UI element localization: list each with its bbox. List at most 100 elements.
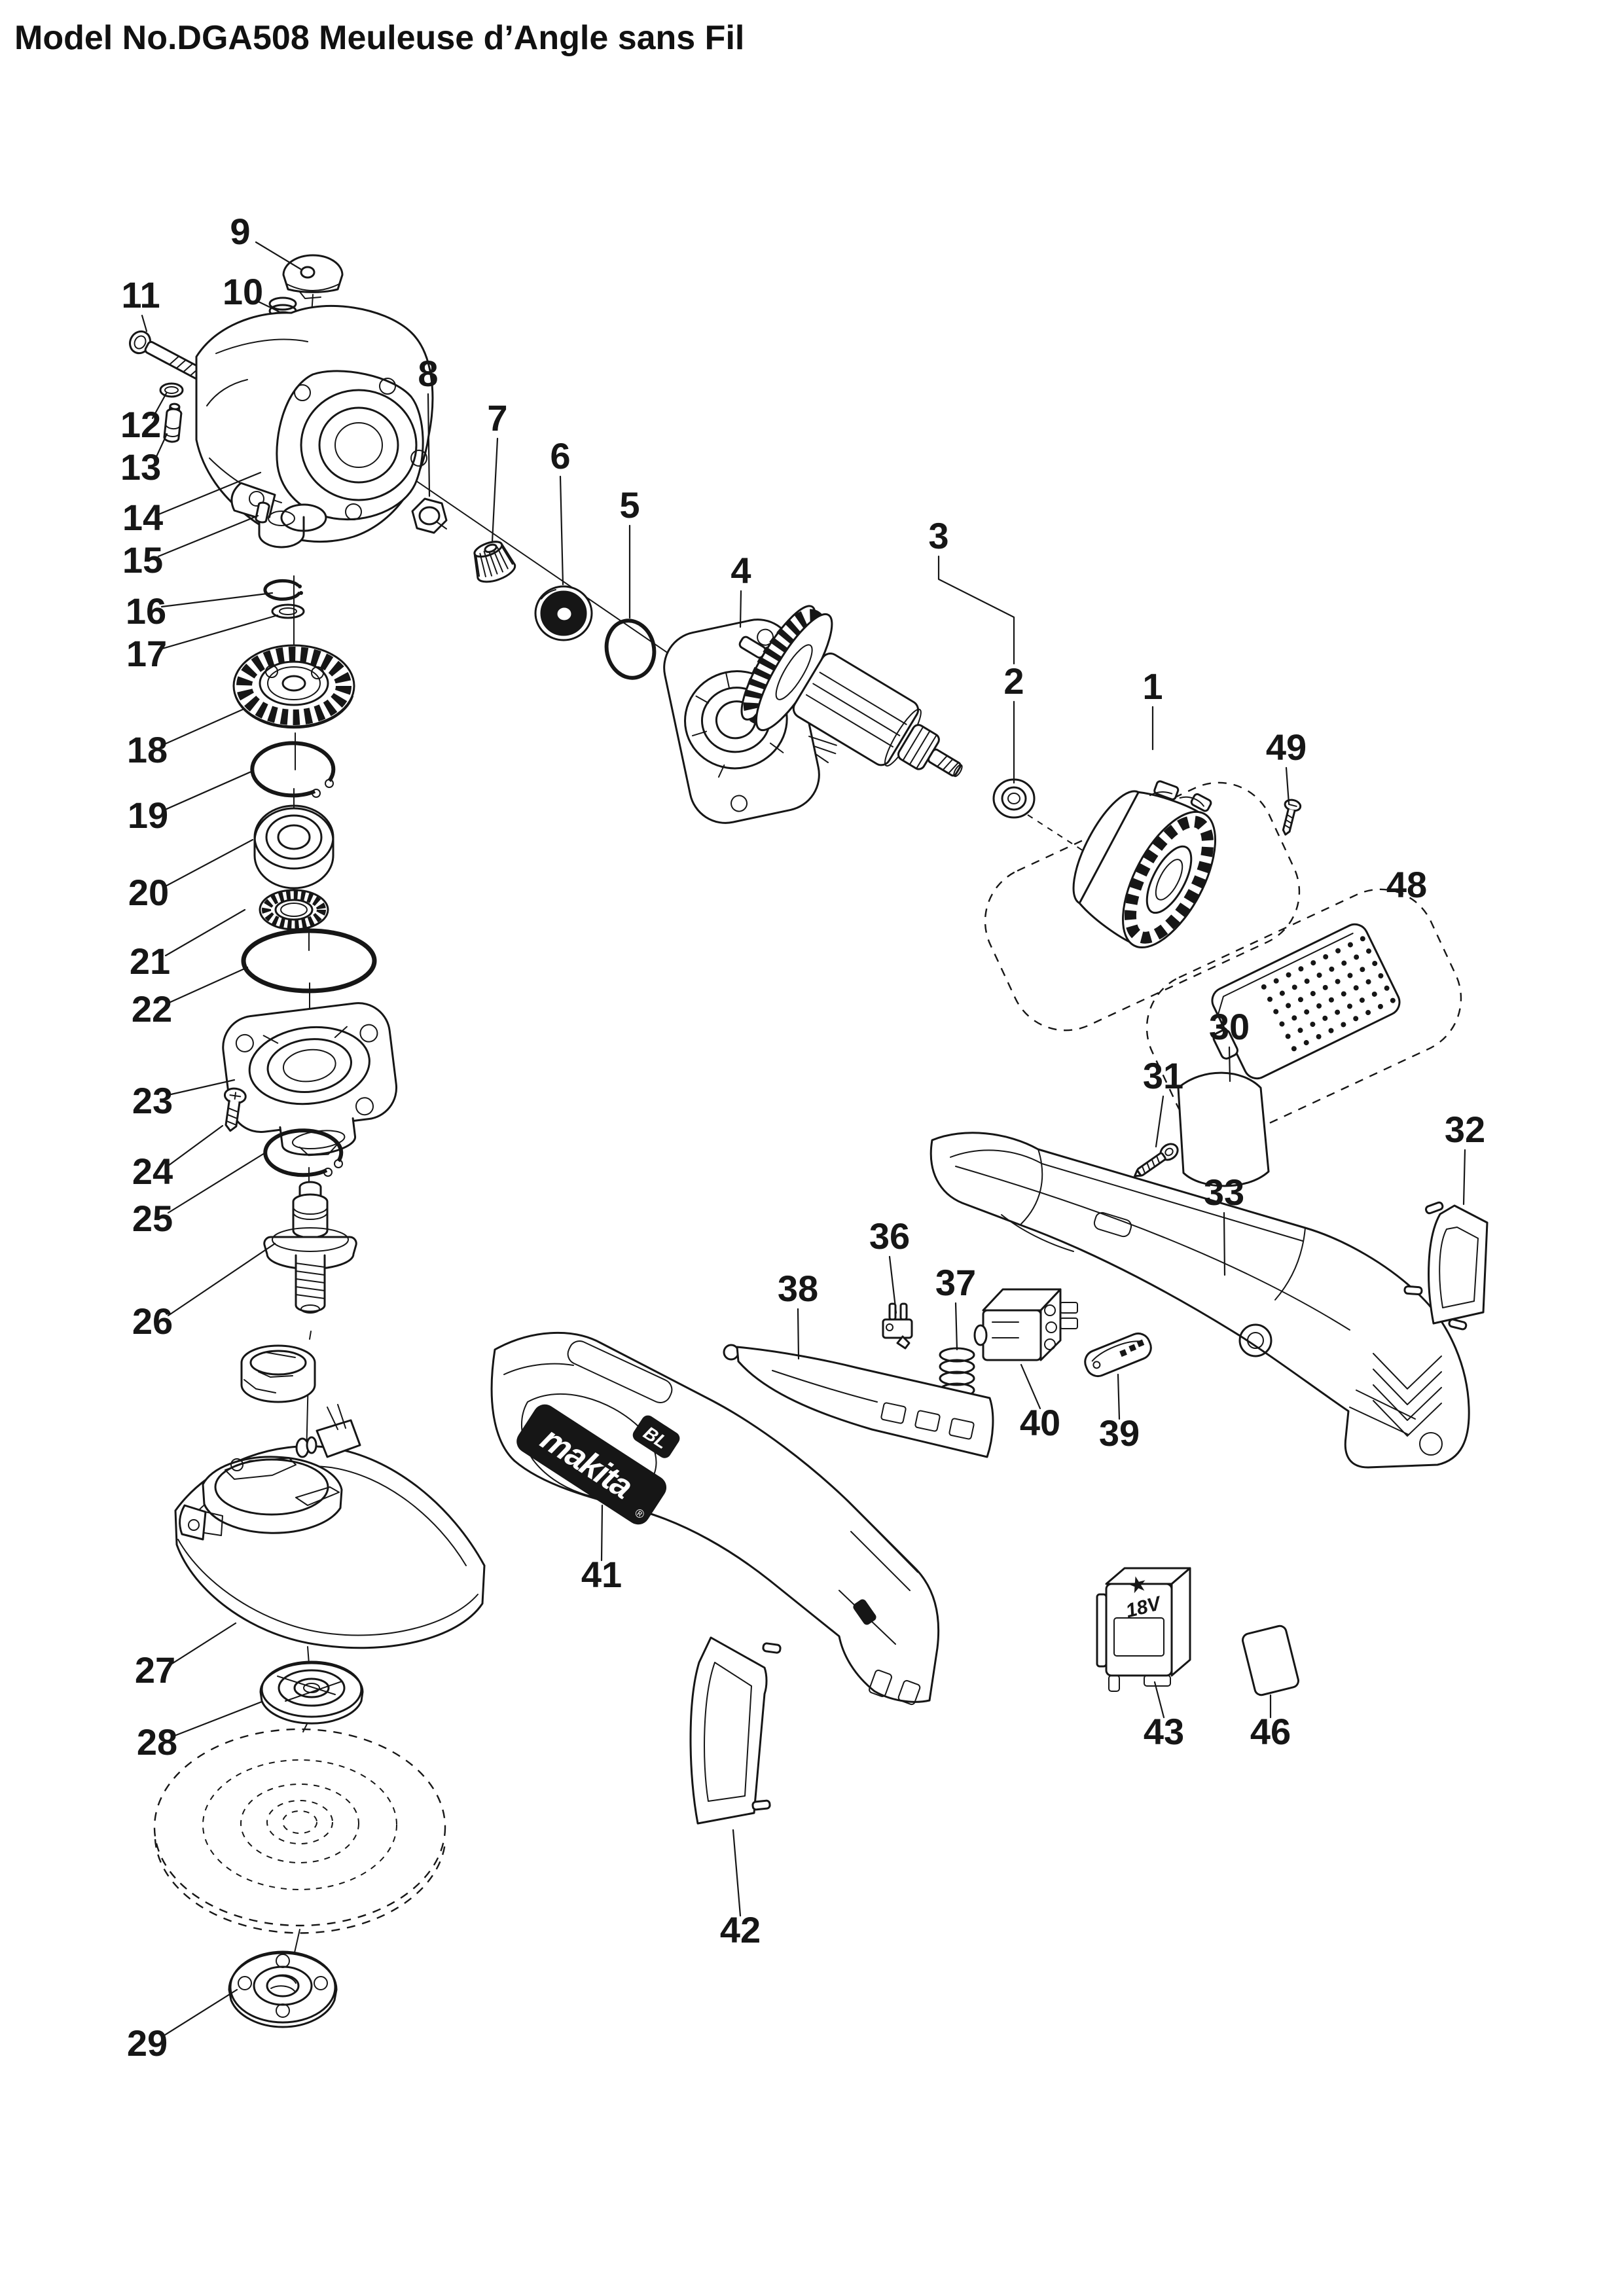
dust-cover-dot: [1297, 997, 1303, 1003]
part-label-19: 19: [128, 795, 168, 836]
part-label-48: 48: [1386, 864, 1427, 905]
part-label-7: 7: [487, 397, 507, 439]
dust-cover-dot-grid: [1261, 936, 1396, 1052]
leader-line-29: [162, 1988, 238, 2037]
dust-cover-dot: [1286, 1003, 1291, 1009]
dust-cover-dot: [1267, 996, 1273, 1002]
leader-line-33: [1223, 1211, 1226, 1276]
part-41-motor-housing-left: makita ® BL: [490, 1331, 940, 1706]
dust-cover-dot: [1365, 1010, 1371, 1016]
leader-line-12: [151, 392, 168, 420]
part-label-15: 15: [122, 539, 163, 581]
part-gear-housing: [195, 304, 434, 548]
leader-line-19: [162, 770, 254, 812]
dust-cover-dot: [1329, 966, 1335, 972]
dust-cover-dot: [1298, 966, 1304, 972]
leader-line-4: [739, 590, 742, 628]
dust-cover-dot: [1371, 991, 1377, 997]
leader-line-11: [141, 314, 148, 332]
part-label-23: 23: [132, 1080, 173, 1121]
leader-line-6: [559, 475, 564, 586]
part-label-39: 39: [1099, 1412, 1140, 1454]
dust-cover-dot: [1347, 942, 1353, 948]
leader-line-21: [164, 908, 246, 957]
leader-line-7: [491, 437, 499, 543]
dust-cover-dot: [1353, 1016, 1359, 1022]
part-number-labels: 1234567891011121314151617181920212223242…: [120, 211, 1485, 2064]
part-31-screw: [1134, 1143, 1179, 1177]
part-29-lock-nut: [228, 1950, 338, 2028]
part-24-screw: [223, 1087, 247, 1132]
part-label-43: 43: [1144, 1711, 1184, 1752]
dust-cover-dot: [1285, 1033, 1291, 1039]
part-7-pinion-gear: [473, 541, 516, 583]
leader-line-27: [170, 1622, 237, 1666]
part-label-8: 8: [418, 353, 438, 394]
part-label-33: 33: [1204, 1172, 1244, 1213]
lxt-badge: [853, 1599, 876, 1625]
leader-line-25: [167, 1152, 266, 1214]
dust-cover-dot: [1390, 997, 1396, 1003]
leader-line-30: [1228, 1046, 1231, 1083]
part-label-1: 1: [1142, 666, 1163, 707]
dust-cover-dot: [1303, 1040, 1309, 1046]
part-28-inner-flange: [259, 1660, 364, 1725]
part-2-ball-bearing: [992, 778, 1036, 819]
part-16-retaining-ring: [263, 579, 303, 601]
part-19-circlip: [250, 741, 336, 798]
dust-cover-dot: [1360, 967, 1365, 973]
dust-cover-dot: [1304, 1009, 1310, 1015]
part-23-bearing-box: [222, 1002, 398, 1157]
part-label-38: 38: [778, 1268, 818, 1309]
part-label-30: 30: [1209, 1006, 1250, 1047]
dust-cover-dot: [1304, 978, 1310, 984]
dust-cover-dot: [1347, 973, 1353, 978]
dust-cover-dot: [1372, 961, 1378, 967]
leader-line-24: [167, 1124, 224, 1167]
part-label-4: 4: [731, 550, 751, 591]
part-label-27: 27: [135, 1649, 175, 1691]
dust-cover-dot: [1297, 1028, 1303, 1033]
part-1-stator: [1072, 780, 1217, 949]
dust-cover-dot: [1316, 1033, 1322, 1039]
part-label-10: 10: [223, 271, 263, 312]
leader-line-17: [161, 614, 279, 650]
part-42-bracket-left: [689, 1636, 782, 1825]
dust-cover-dot: [1335, 1009, 1341, 1015]
part-17-washer: [271, 603, 305, 619]
leader-line-43: [1153, 1681, 1165, 1719]
part-3-armature: [738, 605, 963, 778]
part-label-16: 16: [126, 590, 166, 632]
part-label-28: 28: [137, 1721, 177, 1763]
page-title: Model No.DGA508 Meuleuse d’Angle sans Fi…: [14, 19, 745, 57]
part-label-31: 31: [1143, 1055, 1183, 1096]
part-27-wheel-guard: [174, 1404, 486, 1649]
dust-cover-dot: [1273, 978, 1279, 984]
leader-line-49: [1285, 766, 1290, 805]
part-30-label-sheet: [1177, 1071, 1270, 1187]
dust-cover-dot: [1353, 985, 1359, 991]
leader-line-39: [1117, 1373, 1121, 1420]
part-12-o-ring: [159, 382, 184, 398]
part-label-3: 3: [928, 515, 948, 556]
dust-cover-dot: [1328, 997, 1334, 1003]
part-9-cap: [282, 254, 344, 299]
dust-cover-dot: [1335, 948, 1341, 954]
part-48-box: [1146, 888, 1462, 1138]
part-40-switch: [973, 1288, 1078, 1361]
part-label-9: 9: [230, 211, 250, 252]
part-6-ball-bearing: [534, 585, 593, 641]
leader-line-20: [163, 838, 254, 888]
part-11-bolt: [129, 330, 212, 385]
dust-cover-dot: [1341, 960, 1347, 966]
part-label-13: 13: [120, 446, 161, 488]
part-label-20: 20: [128, 872, 169, 913]
dust-cover-dot: [1310, 960, 1316, 966]
leader-line-42: [732, 1829, 742, 1917]
leader-line-14: [157, 471, 262, 516]
dust-cover-dot: [1291, 1015, 1297, 1021]
part-label-6: 6: [550, 435, 570, 476]
dust-cover-dot: [1366, 948, 1372, 954]
part-15-pin: [255, 501, 270, 524]
dust-cover-dot: [1316, 1003, 1322, 1009]
